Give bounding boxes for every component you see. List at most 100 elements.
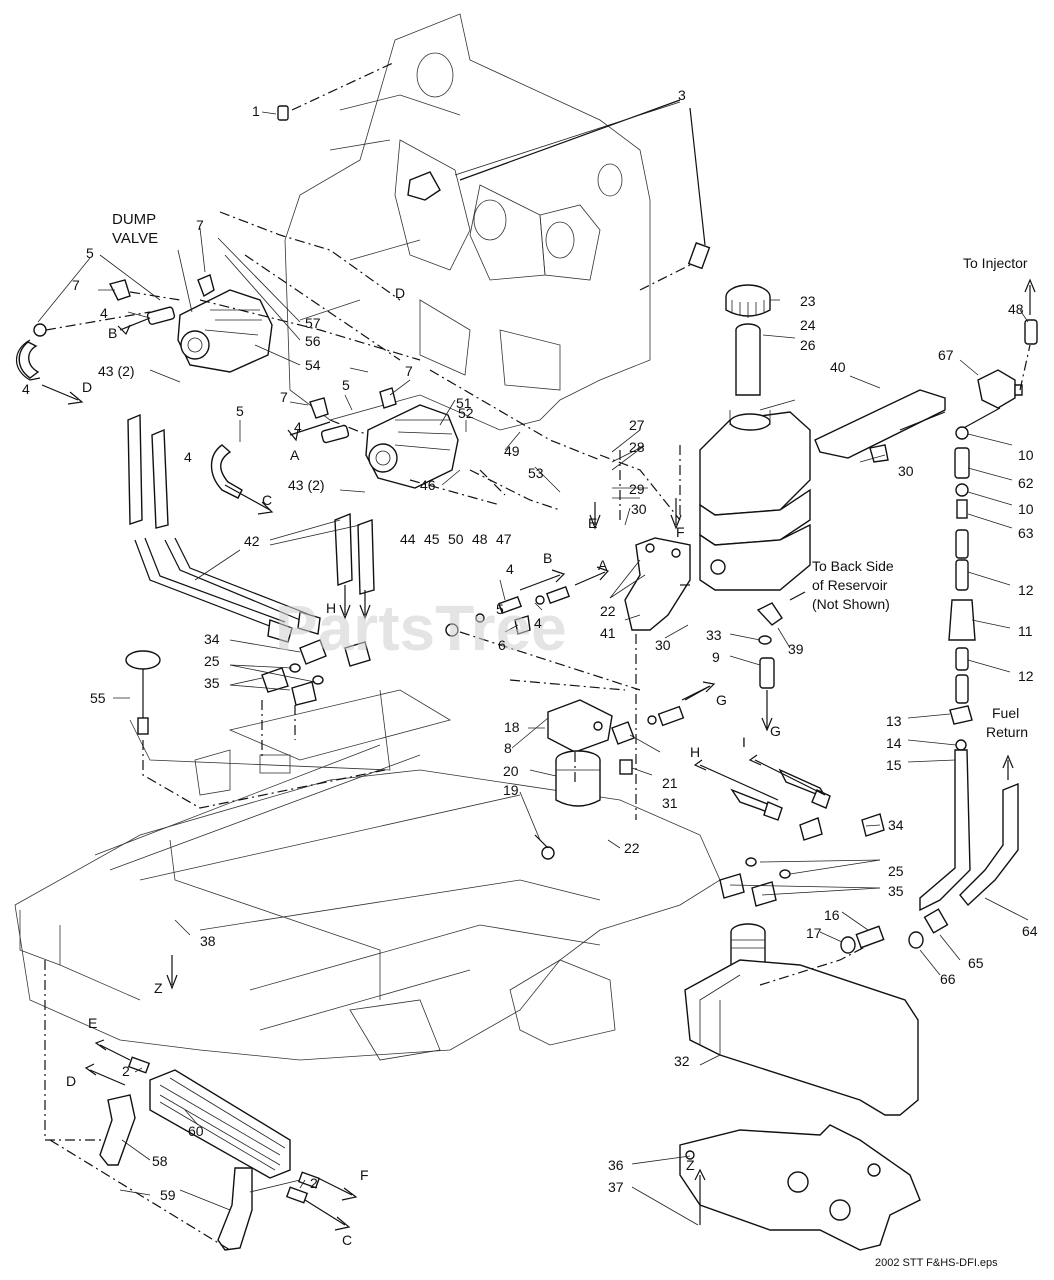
callout-5: 5 [86, 245, 94, 261]
bracket-41 [624, 537, 691, 820]
callout-7: 7 [280, 389, 288, 405]
callout-4: 4 [100, 305, 108, 321]
part-callouts: 1 3 7 5 7 4 4 57 56 54 43 (2) 7 5 7 51 5… [22, 87, 1038, 1203]
callout-32: 32 [674, 1053, 690, 1069]
dump-valve-label-2: VALVE [112, 230, 158, 247]
callout-51: 51 [456, 395, 472, 411]
callout-20: 20 [503, 763, 519, 779]
callout-58: 58 [152, 1153, 168, 1169]
to-injector-label: To Injector [963, 255, 1028, 271]
callout-4: 4 [184, 449, 192, 465]
callout-39: 39 [788, 641, 804, 657]
callout-63: 63 [1018, 525, 1034, 541]
callout-45: 45 [424, 531, 440, 547]
callout-13: 13 [886, 713, 902, 729]
callout-12: 12 [1018, 668, 1034, 684]
callout-66: 66 [940, 971, 956, 987]
letter-z: Z [686, 1157, 695, 1173]
oil-cooler-60 [44, 960, 321, 1251]
callout-42: 42 [244, 533, 260, 549]
callout-10: 10 [1018, 447, 1034, 463]
callout-50: 50 [448, 531, 464, 547]
callout-5: 5 [236, 403, 244, 419]
fittings-center [445, 585, 641, 691]
callout-44: 44 [400, 531, 416, 547]
letter-c: C [342, 1232, 352, 1248]
letter-h: H [690, 744, 700, 760]
callout-46: 46 [420, 477, 436, 493]
callout-64: 64 [1022, 923, 1038, 939]
callout-62: 62 [1018, 475, 1034, 491]
callout-48: 48 [472, 531, 488, 547]
to-back-side-label-2: of Reservoir [812, 577, 888, 593]
callout-16: 16 [824, 907, 840, 923]
filter-base [509, 679, 626, 860]
callout-48: 48 [1008, 301, 1024, 317]
callout-6: 6 [498, 637, 506, 653]
bracket-40 [814, 389, 946, 463]
letter-i: I [742, 734, 746, 750]
letter-markers: D B D A C H B A E F G G H I Z E D F C Z [66, 285, 781, 1248]
callout-38: 38 [200, 933, 216, 949]
letter-e: E [88, 1015, 97, 1031]
callout-4: 4 [294, 419, 302, 435]
letter-e: E [588, 515, 597, 531]
callout-29: 29 [629, 481, 645, 497]
letter-f: F [676, 524, 685, 540]
callout-47: 47 [496, 531, 512, 547]
callout-22: 22 [624, 840, 640, 856]
callout-7: 7 [405, 363, 413, 379]
letter-a: A [290, 447, 300, 463]
callout-34: 34 [204, 631, 220, 647]
callout-30: 30 [631, 501, 647, 517]
letter-h: H [326, 600, 336, 616]
callout-49: 49 [504, 443, 520, 459]
letter-f: F [360, 1167, 369, 1183]
letter-z: Z [154, 980, 163, 996]
callout-25: 25 [204, 653, 220, 669]
fuel-return-label-2: Return [986, 724, 1028, 740]
part-3-bolts [407, 99, 711, 291]
callout-59: 59 [160, 1187, 176, 1203]
callout-1: 1 [252, 103, 260, 119]
pump-51 [210, 387, 459, 499]
callout-37: 37 [608, 1179, 624, 1195]
flow-arrows [41, 317, 826, 1231]
dump-valve-label-1: DUMP [112, 211, 156, 228]
callout-24: 24 [800, 317, 816, 333]
callout-9: 9 [712, 649, 720, 665]
callout-35: 35 [204, 675, 220, 691]
callout-56: 56 [305, 333, 321, 349]
callout-18: 18 [504, 719, 520, 735]
footer-filename: 2002 STT F&HS-DFI.eps [875, 1257, 998, 1269]
callout-35: 35 [888, 883, 904, 899]
letter-c: C [262, 492, 272, 508]
callout-40: 40 [830, 359, 846, 375]
callout-43: 43 (2) [288, 477, 325, 493]
dump-valve-pump-54 [15, 274, 273, 381]
callout-41: 41 [600, 625, 616, 641]
part-1-clip [277, 61, 396, 121]
callout-67: 67 [938, 347, 954, 363]
callout-54: 54 [305, 357, 321, 373]
callout-8: 8 [504, 740, 512, 756]
callout-3: 3 [678, 87, 686, 103]
callout-52: 52 [458, 405, 474, 421]
letter-a: A [598, 557, 608, 573]
callout-7: 7 [196, 217, 204, 233]
callout-4: 4 [506, 561, 514, 577]
callout-65: 65 [968, 955, 984, 971]
callout-10: 10 [1018, 501, 1034, 517]
letter-d: D [66, 1073, 76, 1089]
callout-25: 25 [888, 863, 904, 879]
letter-d: D [82, 379, 92, 395]
callout-15: 15 [886, 757, 902, 773]
callout-2: 2 [122, 1063, 130, 1079]
callout-17: 17 [806, 925, 822, 941]
callout-12: 12 [1018, 582, 1034, 598]
text-labels: DUMP VALVE To Injector To Back Side of R… [112, 211, 1028, 1269]
to-back-side-label-3: (Not Shown) [812, 596, 890, 612]
callout-30: 30 [655, 637, 671, 653]
dipstick-55 [125, 650, 386, 809]
connection-lines [199, 211, 681, 521]
